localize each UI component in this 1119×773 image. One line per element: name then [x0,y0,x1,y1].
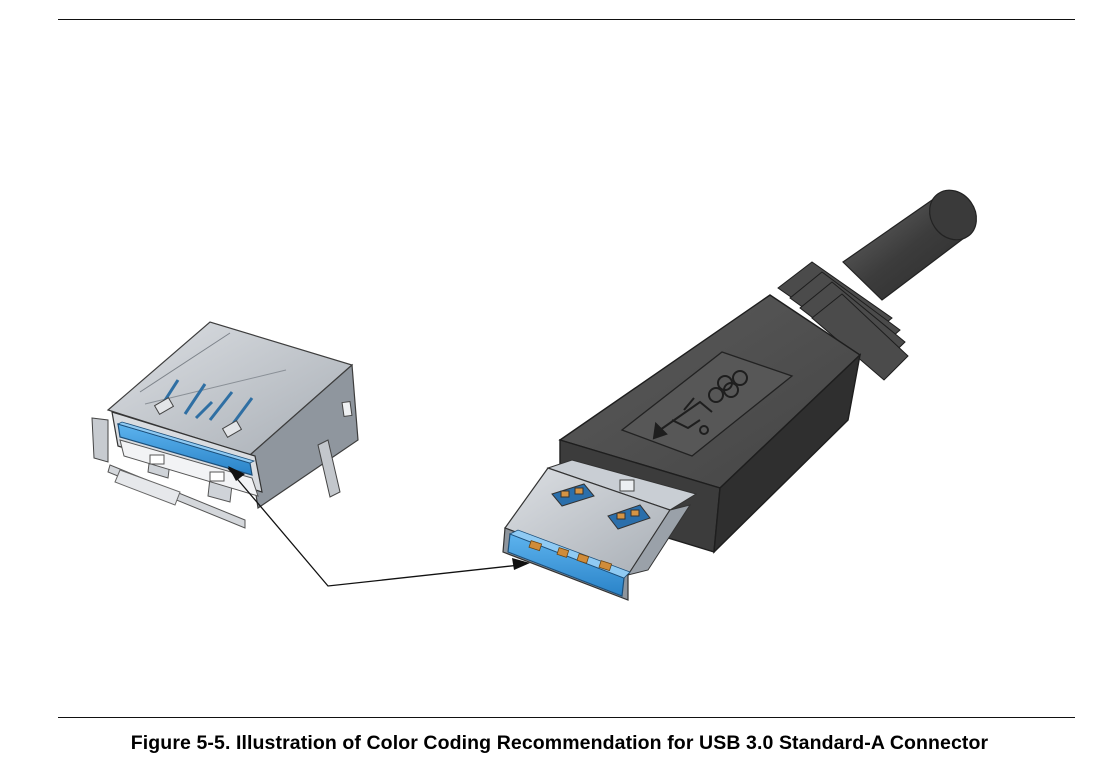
callout-arrowhead-receptacle [228,466,245,481]
caption-rule [58,717,1075,718]
superspeed-usb-logo [652,370,748,440]
callout-arrowhead-plug [512,558,530,570]
top-rule [58,19,1075,20]
figure-caption: Figure 5-5. Illustration of Color Coding… [130,732,989,754]
figure-illustration [91,189,977,601]
plug [502,189,977,601]
receptacle [91,321,359,529]
callout-lines [227,467,521,587]
